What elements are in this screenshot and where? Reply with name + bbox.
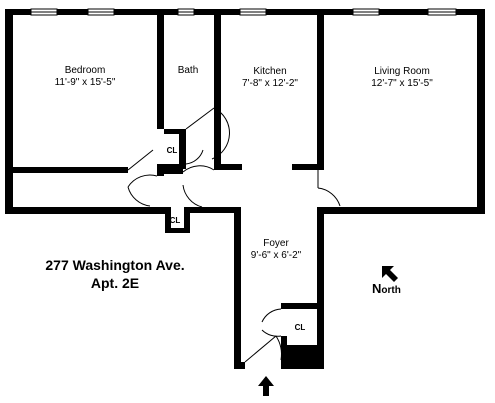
corridor-bottom-wall [190, 207, 240, 213]
bath-kitchen-wall [214, 9, 221, 167]
kitchen-name: Kitchen [253, 66, 287, 77]
foyer-closet-block [287, 345, 317, 369]
foyer-closet-label: CL [294, 323, 306, 332]
outer-wall-right [477, 9, 485, 214]
hall-closet-bottom [165, 228, 190, 233]
bedroom-door-swing [127, 174, 158, 188]
kitchen-label: Kitchen 7'-8" x 12'-2" [226, 66, 314, 89]
bath-closet-door-swing [185, 149, 204, 165]
window-bedroom-right [87, 8, 115, 16]
window-bedroom-left [30, 8, 58, 16]
north-arrow-icon [382, 266, 398, 282]
kitchen-dims: 7'-8" x 12'-2" [242, 77, 298, 89]
bedroom-dims: 11'-9" x 15'-5" [54, 76, 116, 88]
foyer-dims: 9'-6" x 6'-2" [250, 249, 302, 261]
entry-arrow-icon [258, 376, 274, 396]
bedroom-door-leaf [127, 149, 154, 171]
living-door-swing [317, 187, 341, 207]
foyer-closet-side [281, 336, 287, 369]
foyer-entry-jamb [241, 362, 245, 369]
doors [127, 107, 341, 363]
bedroom-door-swing-lower [127, 186, 151, 207]
hall-closet-label: CL [169, 216, 181, 225]
living-room-label: Living Room 12'-7" x 15'-5" [340, 66, 464, 89]
window-kitchen [239, 8, 267, 16]
bath-closet-top [164, 129, 186, 134]
bath-closet-label: CL [166, 146, 178, 155]
bath-door-swing [211, 107, 230, 160]
foyer-closet-top [281, 303, 317, 309]
address-line1: 277 Washington Ave. [45, 257, 185, 273]
hall-bath-door-swing [182, 165, 215, 173]
bedroom-name: Bedroom [64, 65, 106, 76]
foyer-name: Foyer [263, 238, 289, 249]
hall-door-swing-lower [182, 184, 203, 208]
hall-closet-left [165, 207, 171, 233]
outer-wall-left [5, 9, 13, 214]
address-block: 277 Washington Ave. Apt. 2E [30, 256, 200, 292]
foyer-closet-door-swing-lower [261, 329, 282, 337]
entry-door-swing [275, 335, 282, 361]
foyer-wall-right [317, 207, 324, 369]
bath-door-leaf [185, 107, 215, 130]
walls [5, 9, 485, 369]
entry-door-leaf [244, 335, 277, 363]
foyer-label: Foyer 9'-6" x 6'-2" [238, 238, 314, 261]
bath-label: Bath [168, 65, 208, 77]
kitchen-living-wall [317, 9, 324, 167]
bath-closet-bottom [164, 164, 186, 169]
bath-name: Bath [177, 65, 199, 76]
living-bottom-wall [318, 207, 485, 214]
window-living-left [352, 8, 380, 16]
north-rest: orth [381, 285, 401, 296]
living-room-dims: 12'-7" x 15'-5" [371, 77, 433, 89]
bath-closet-side [179, 129, 186, 169]
foyer-wall-left [234, 207, 241, 369]
living-room-name: Living Room [374, 66, 430, 77]
north-first-letter: N [372, 281, 382, 296]
hall-closet-right [184, 207, 190, 233]
foyer-closet-door-swing [261, 308, 282, 323]
hall-wall-kitchen [214, 164, 242, 170]
bedroom-bottom-wall [5, 207, 165, 214]
windows [30, 8, 457, 16]
window-bath [177, 8, 195, 16]
hall-wall-left [12, 167, 128, 173]
window-living-right [427, 8, 457, 16]
hall-wall-bath [157, 169, 183, 174]
bedroom-bath-wall [157, 9, 164, 129]
bedroom-label: Bedroom 11'-9" x 15'-5" [40, 65, 130, 88]
hall-wall-living [292, 164, 324, 170]
address-line2: Apt. 2E [90, 275, 140, 291]
north-label: North [372, 281, 412, 297]
